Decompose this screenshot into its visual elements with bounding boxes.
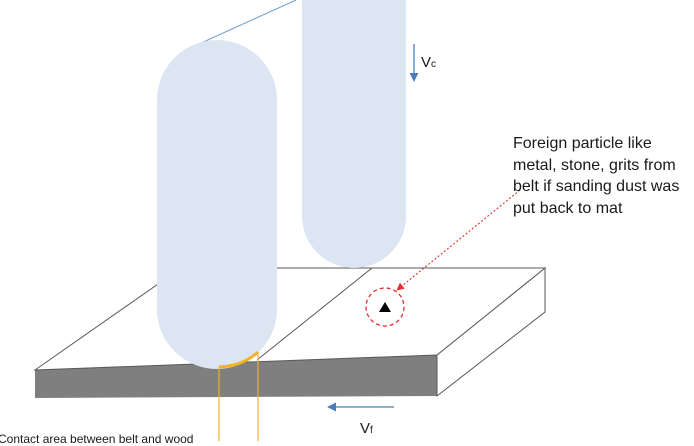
contact-arc [218, 350, 260, 369]
belt-line [189, 0, 297, 49]
vf-label: Vf [360, 420, 373, 437]
particle-highlight-circle [365, 287, 405, 327]
workpiece-side-face [35, 355, 437, 398]
belt-left [157, 40, 277, 369]
particle-pointer-arrow [396, 189, 521, 291]
belt-right [302, 0, 406, 268]
vc-label: Vc [421, 54, 437, 71]
particle-icon [379, 302, 391, 312]
particle-note: Foreign particle like metal, stone, grit… [513, 135, 680, 217]
contact-area-caption: Contact area between belt and wood [0, 432, 194, 446]
top-face-diagonal [256, 267, 373, 361]
